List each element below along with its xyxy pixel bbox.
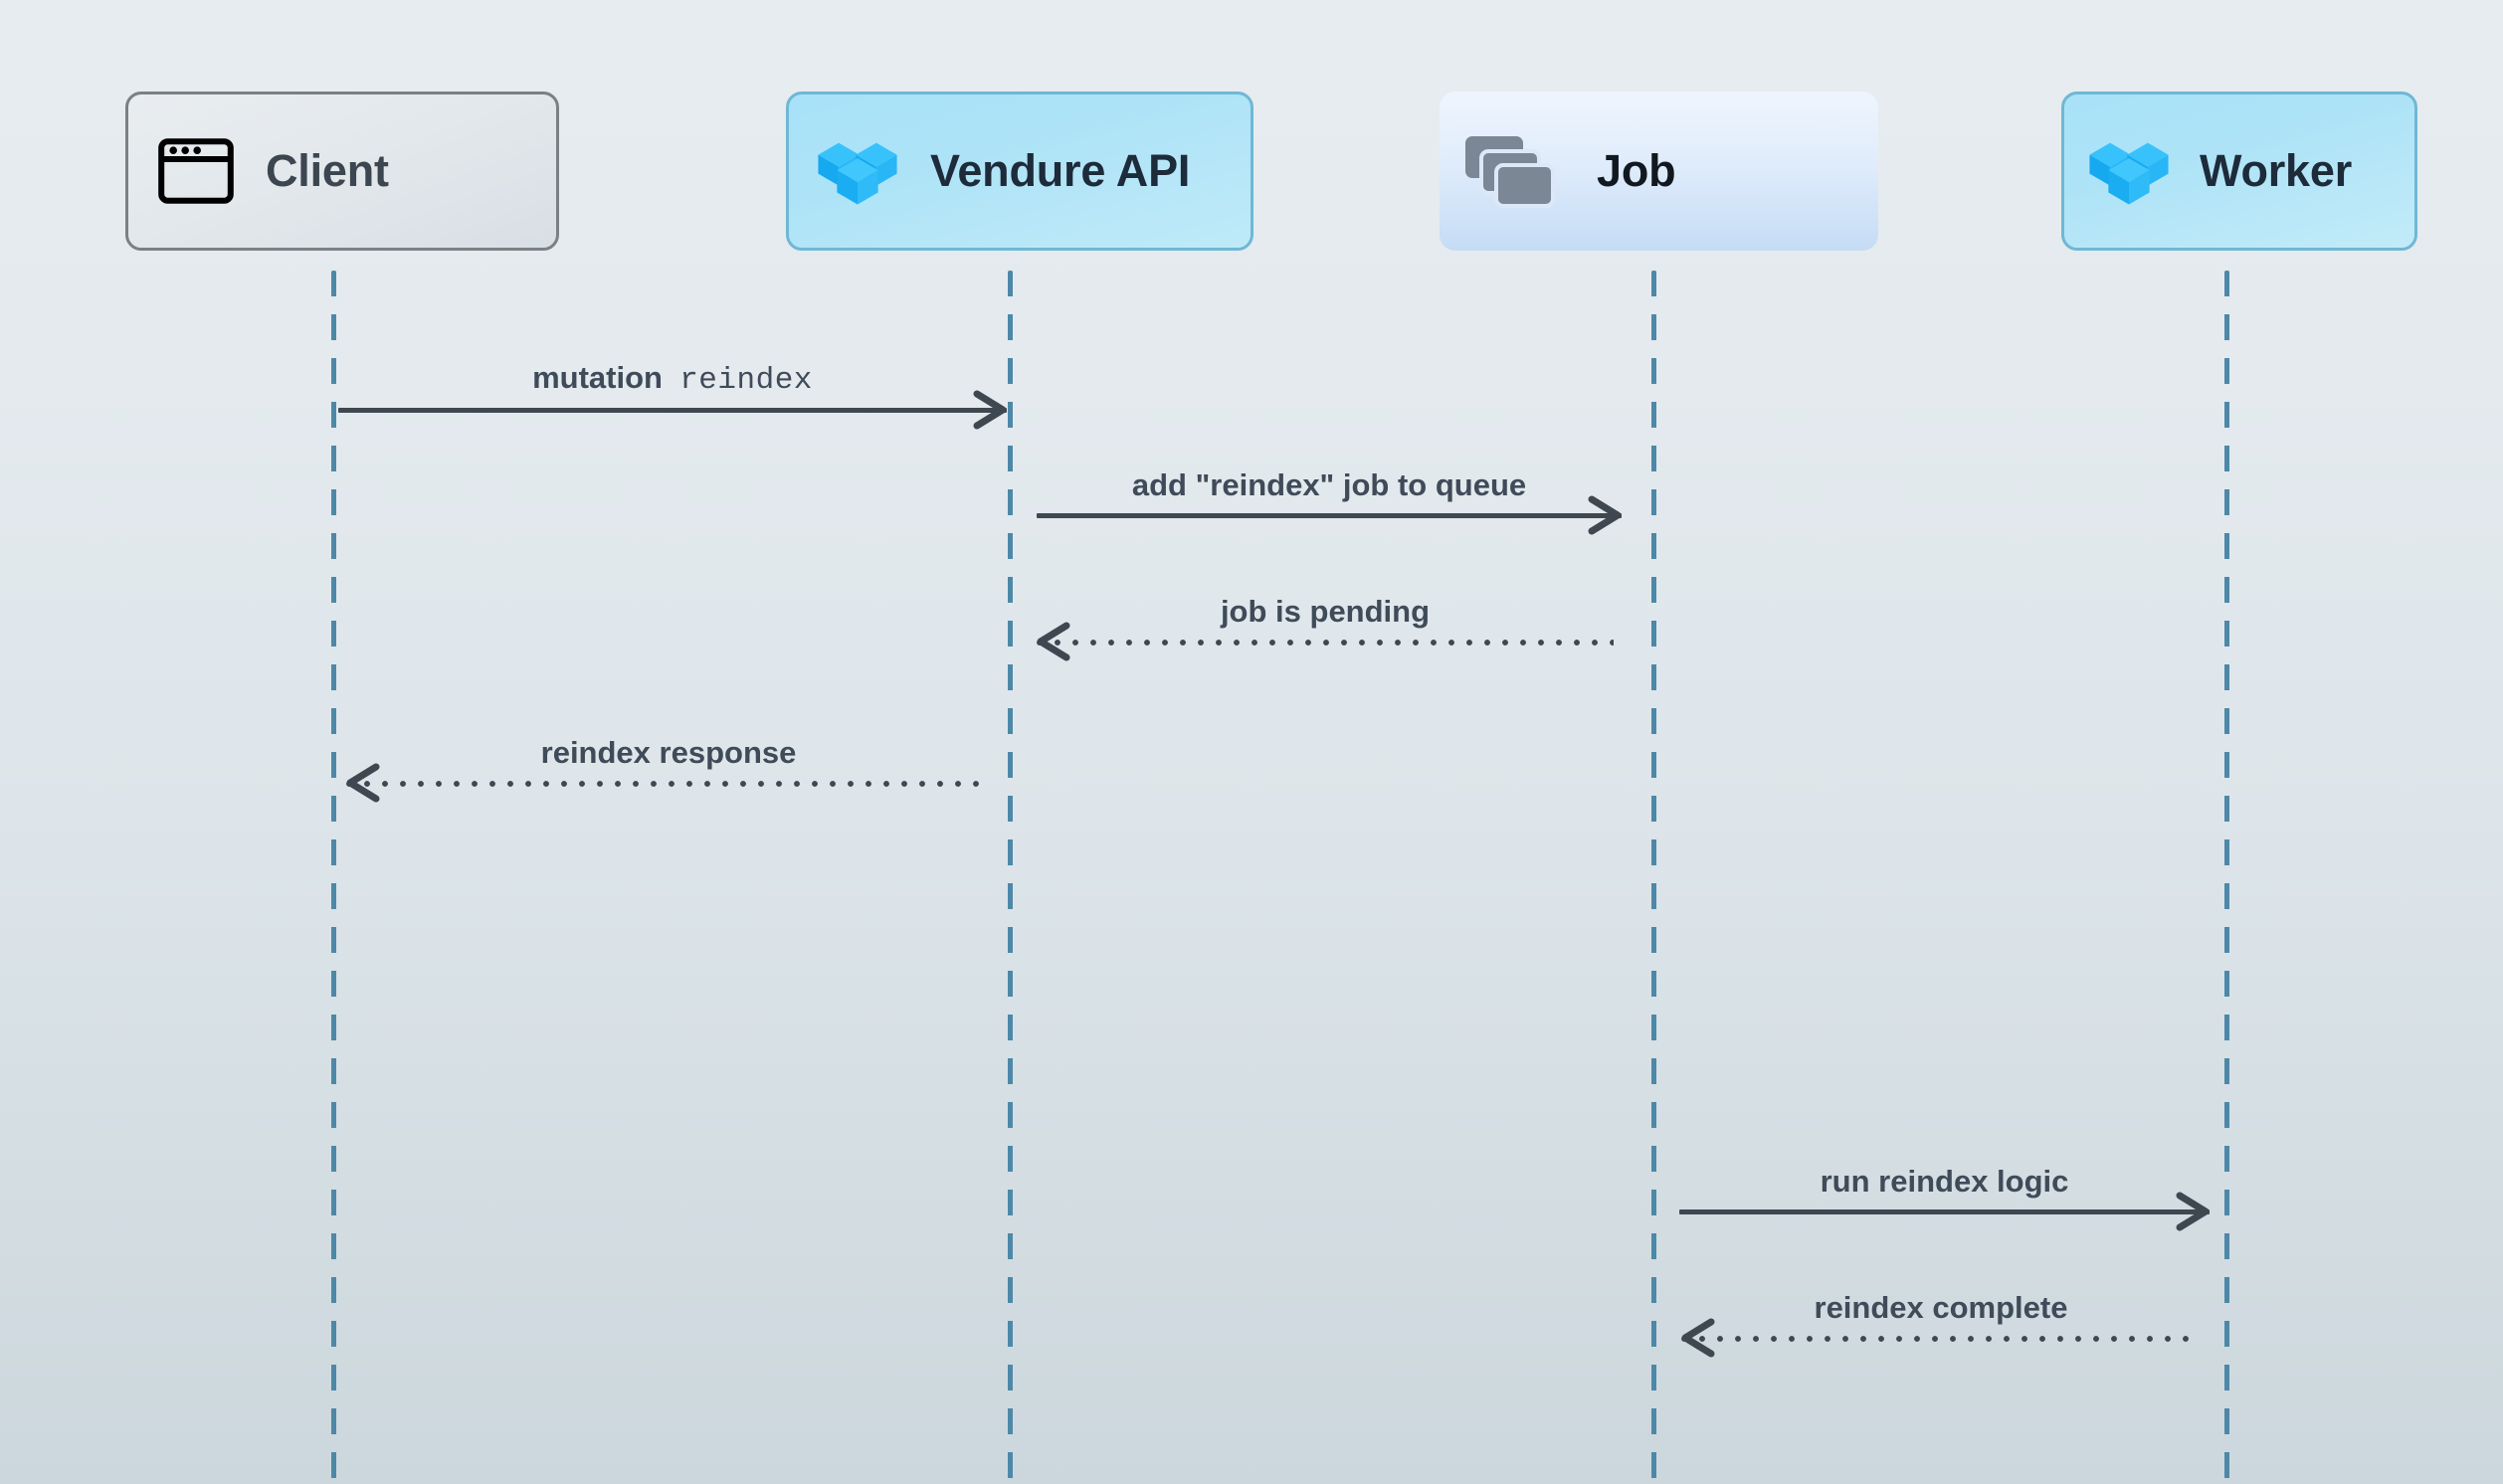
- message-line: [346, 781, 991, 787]
- participant-label-vendure-api: Vendure API: [930, 145, 1191, 196]
- participant-job[interactable]: Job: [1440, 92, 1878, 251]
- lifeline-client: [331, 271, 336, 1484]
- message-label-reindex-response: reindex response: [540, 735, 797, 770]
- participant-worker[interactable]: Worker: [2061, 92, 2417, 251]
- lifeline-vendure: [1008, 271, 1013, 1484]
- message-label-mutation-reindex: mutation reindex: [532, 360, 813, 398]
- participant-client[interactable]: Client: [125, 92, 559, 251]
- message-label-add-reindex-job-to-queue: add "reindex" job to queue: [1131, 467, 1527, 502]
- message-line: [1037, 640, 1614, 646]
- message-label-run-reindex-logic: run reindex logic: [1820, 1164, 2069, 1199]
- message-label-reindex-complete: reindex complete: [1814, 1290, 2068, 1325]
- message-line: [338, 408, 1007, 413]
- lifeline-worker: [2224, 271, 2229, 1484]
- participant-label-job: Job: [1597, 145, 1676, 196]
- message-line: [1681, 1336, 2201, 1342]
- lifeline-job: [1651, 271, 1656, 1484]
- message-line: [1679, 1209, 2210, 1214]
- participant-label-client: Client: [266, 145, 389, 196]
- vendure-cubes-icon: [815, 132, 900, 210]
- participant-label-worker: Worker: [2200, 145, 2353, 196]
- participant-vendure-api[interactable]: Vendure API: [786, 92, 1253, 251]
- message-line: [1037, 513, 1622, 518]
- browser-window-icon: [158, 138, 234, 204]
- message-label-job-is-pending: job is pending: [1220, 594, 1431, 629]
- vendure-cubes-icon: [2086, 132, 2172, 210]
- stacked-cards-icon: [1463, 134, 1555, 208]
